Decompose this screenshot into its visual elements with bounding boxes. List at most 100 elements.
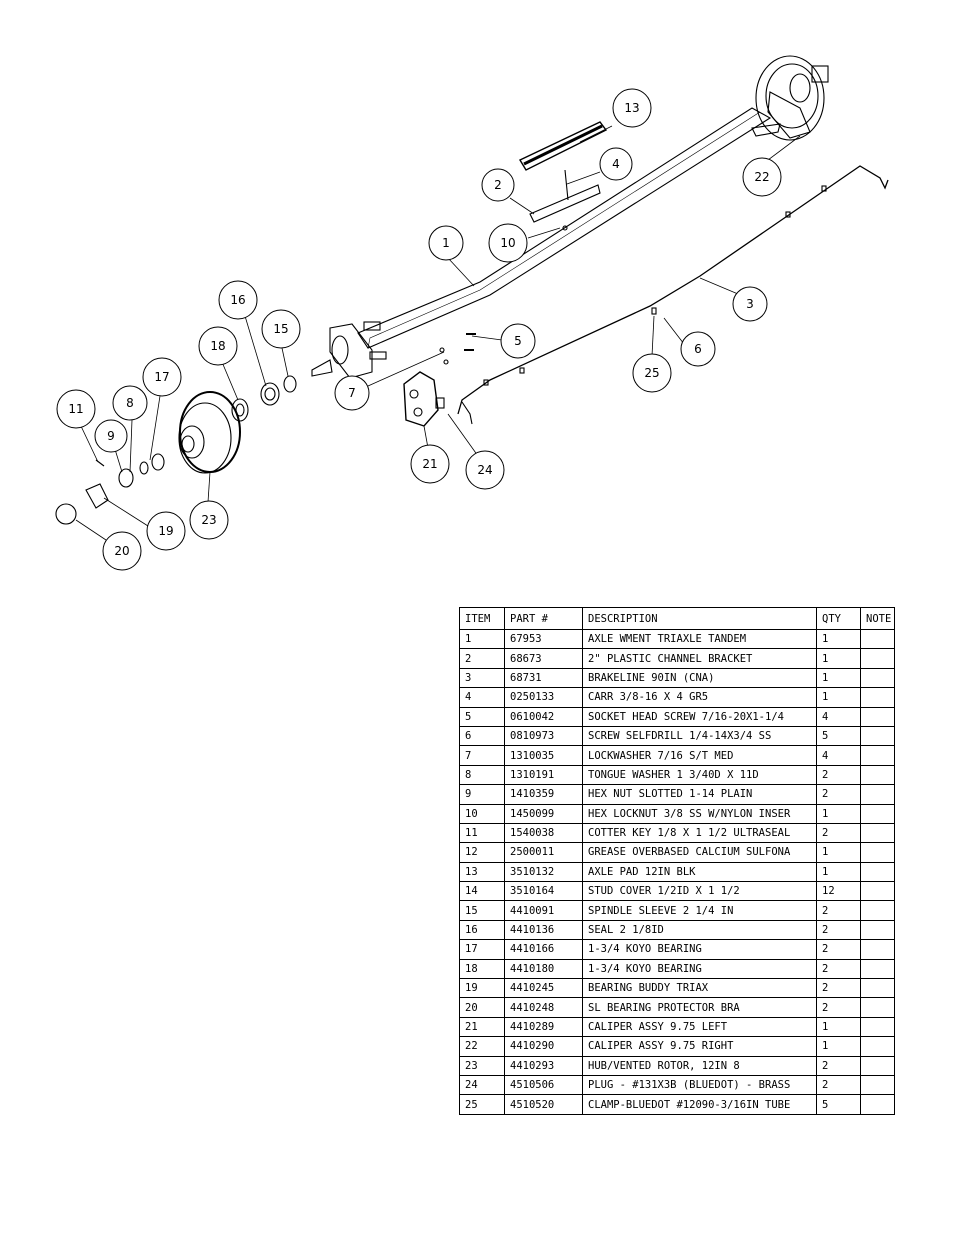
- qty-cell: 2: [816, 822, 861, 844]
- left-spindle: [329, 323, 373, 379]
- callout-2: 2: [481, 168, 515, 202]
- callout-23: 23: [189, 500, 229, 540]
- svg-text:25: 25: [644, 366, 659, 380]
- item-cell: 20: [459, 997, 505, 1018]
- part-number-cell: 4410290: [504, 1036, 583, 1057]
- left-caliper: [403, 371, 439, 427]
- description-cell: AXLE WMENT TRIAXLE TANDEM: [582, 628, 817, 650]
- table-header-row: ITEM PART # DESCRIPTION QTY NOTE: [459, 607, 895, 630]
- svg-text:16: 16: [230, 293, 245, 307]
- callout-9: 9: [94, 419, 128, 453]
- note-cell: [860, 764, 895, 786]
- svg-text:4: 4: [612, 157, 620, 171]
- svg-text:24: 24: [477, 463, 492, 477]
- note-cell: [860, 648, 895, 669]
- svg-text:19: 19: [158, 524, 173, 538]
- header-part-number: PART #: [504, 607, 583, 630]
- qty-cell: 2: [816, 997, 861, 1018]
- svg-text:22: 22: [754, 170, 769, 184]
- item-cell: 11: [459, 822, 505, 844]
- qty-cell: 2: [816, 958, 861, 980]
- item-cell: 13: [459, 861, 505, 883]
- part-number-cell: 4410166: [504, 939, 583, 960]
- description-cell: PLUG - #131X3B (BLUEDOT) - BRASS: [582, 1074, 817, 1096]
- callout-6: 6: [680, 331, 716, 367]
- callout-20: 20: [102, 531, 142, 571]
- description-cell: SCREW SELFDRILL 1/4-14X3/4 SS: [582, 725, 817, 747]
- qty-cell: 12: [816, 881, 861, 902]
- note-cell: [860, 706, 895, 727]
- item-cell: 6: [459, 725, 505, 747]
- description-cell: HEX NUT SLOTTED 1-14 PLAIN: [582, 784, 817, 805]
- qty-cell: 1: [816, 1016, 861, 1038]
- svg-text:7: 7: [348, 386, 356, 400]
- callout-7: 7: [334, 375, 370, 411]
- note-cell: [860, 861, 895, 883]
- svg-text:8: 8: [126, 396, 134, 410]
- item-cell: 24: [459, 1074, 505, 1096]
- qty-cell: 1: [816, 667, 861, 689]
- callout-4: 4: [599, 147, 633, 181]
- plastic-channel-bracket: [529, 184, 601, 223]
- part-number-cell: 4410136: [504, 919, 583, 941]
- note-cell: [860, 997, 895, 1018]
- callout-1: 1: [428, 225, 464, 261]
- svg-text:23: 23: [201, 513, 216, 527]
- callout-15: 15: [261, 309, 301, 349]
- description-cell: SOCKET HEAD SCREW 7/16-20X1-1/4: [582, 706, 817, 727]
- description-cell: COTTER KEY 1/8 X 1 1/2 ULTRASEAL: [582, 822, 817, 844]
- description-cell: 1-3/4 KOYO BEARING: [582, 939, 817, 960]
- part-number-cell: 0610042: [504, 706, 583, 727]
- item-cell: 18: [459, 958, 505, 980]
- svg-text:3: 3: [746, 297, 754, 311]
- note-cell: [860, 745, 895, 766]
- part-number-cell: 4410245: [504, 978, 583, 999]
- callout-22: 22: [742, 157, 782, 197]
- item-cell: 12: [459, 842, 505, 863]
- qty-cell: 1: [816, 861, 861, 883]
- callout-8: 8: [112, 385, 148, 421]
- svg-text:15: 15: [273, 322, 288, 336]
- svg-text:6: 6: [694, 342, 702, 356]
- part-number-cell: 4510506: [504, 1074, 583, 1096]
- qty-cell: 2: [816, 919, 861, 941]
- note-cell: [860, 1074, 895, 1096]
- part-number-cell: 68673: [504, 648, 583, 669]
- svg-text:13: 13: [624, 101, 639, 115]
- item-cell: 15: [459, 900, 505, 921]
- note-cell: [860, 939, 895, 960]
- callout-18: 18: [198, 326, 238, 366]
- description-cell: STUD COVER 1/2ID X 1 1/2: [582, 881, 817, 902]
- part-number-cell: 4410248: [504, 997, 583, 1018]
- description-cell: HUB/VENTED ROTOR, 12IN 8: [582, 1055, 817, 1076]
- description-cell: CARR 3/8-16 X 4 GR5: [582, 687, 817, 708]
- part-number-cell: 4410289: [504, 1016, 583, 1038]
- svg-text:11: 11: [68, 402, 83, 416]
- svg-text:20: 20: [114, 544, 129, 558]
- description-cell: CALIPER ASSY 9.75 LEFT: [582, 1016, 817, 1038]
- item-cell: 19: [459, 978, 505, 999]
- part-number-cell: 4410293: [504, 1055, 583, 1076]
- part-number-cell: 1310035: [504, 745, 583, 766]
- qty-cell: 1: [816, 648, 861, 669]
- qty-cell: 1: [816, 628, 861, 650]
- qty-cell: 1: [816, 803, 861, 824]
- item-cell: 5: [459, 706, 505, 727]
- qty-cell: 2: [816, 978, 861, 999]
- qty-cell: 2: [816, 764, 861, 786]
- callout-11: 11: [56, 389, 96, 429]
- part-number-cell: 1310191: [504, 764, 583, 786]
- part-number-cell: 0810973: [504, 725, 583, 747]
- item-cell: 2: [459, 648, 505, 669]
